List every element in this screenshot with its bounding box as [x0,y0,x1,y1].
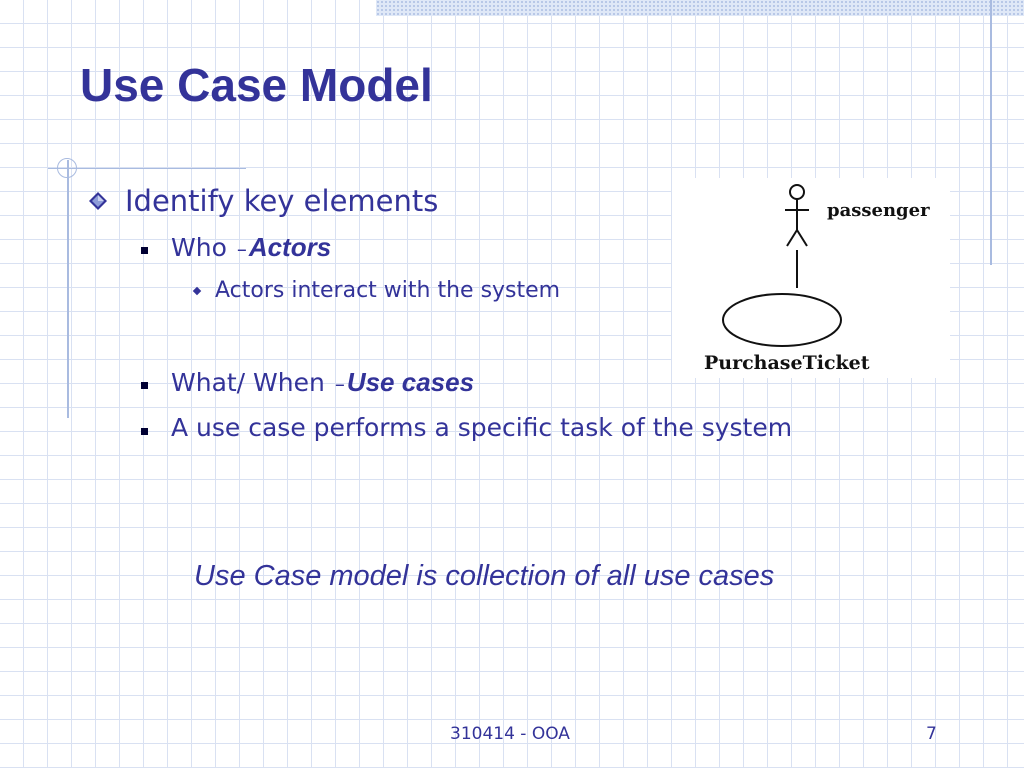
actors-emphasis: Actors [248,232,332,262]
use-cases-emphasis: Use cases [346,367,475,397]
summary-note: Use Case model is collection of all use … [194,560,775,592]
footer-course-code: 310414 - OOA [450,724,570,744]
decorative-crosshair-circle [57,158,77,178]
decorative-vertical-line-right [990,0,992,265]
decorative-top-band [376,0,1024,16]
who-text: Who [171,233,227,262]
use-case-label: PurchaseTicket [704,352,870,374]
decorative-vertical-line-left [67,160,69,418]
decorative-horizontal-line [48,168,246,169]
bullet-use-case-description: A use case performs a specific task of t… [171,413,793,442]
use-case-ellipse [722,293,842,347]
square-bullet-icon [141,428,148,435]
slide-title: Use Case Model [80,59,433,111]
square-bullet-icon [141,247,148,254]
actor-label: passenger [827,200,930,221]
use-case-diagram-svg [722,184,842,347]
actor-stick-figure-icon [785,184,809,247]
dash: – [334,372,345,396]
bullet-identify-key-elements: Identify key elements [125,184,439,218]
diamond-bullet-icon [89,192,107,210]
bullet-what-when-use-cases: What/ When –Use cases [171,367,474,398]
bullet-who-actors: Who –Actors [171,232,331,263]
square-bullet-icon [141,382,148,389]
use-case-diagram: passenger PurchaseTicket [672,178,950,378]
bullet-actors-interact: Actors interact with the system [215,278,561,303]
small-diamond-bullet-icon [192,286,202,296]
what-when-text: What/ When [171,368,325,397]
dash: – [236,237,247,261]
slide-number: 7 [926,724,937,744]
